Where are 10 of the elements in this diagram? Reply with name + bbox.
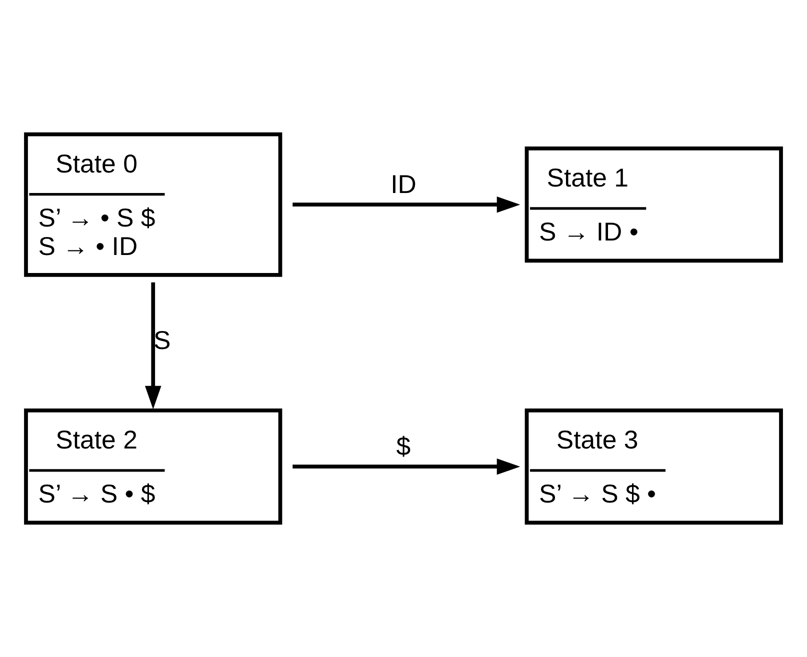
arrow (292, 196, 520, 213)
node-box: State 2 S’ → S • $ (24, 408, 282, 525)
edge-label: ID (390, 170, 416, 199)
node-box: State 0 S’ → • S $ S → • ID (24, 132, 282, 277)
arrow (292, 458, 520, 475)
edge-label: $ (396, 432, 411, 461)
arrow (144, 282, 162, 410)
node-box: State 1 S → ID • (524, 146, 783, 263)
node-box: State 3 S’ → S $ • (524, 408, 783, 525)
edge-label: S (154, 327, 171, 356)
